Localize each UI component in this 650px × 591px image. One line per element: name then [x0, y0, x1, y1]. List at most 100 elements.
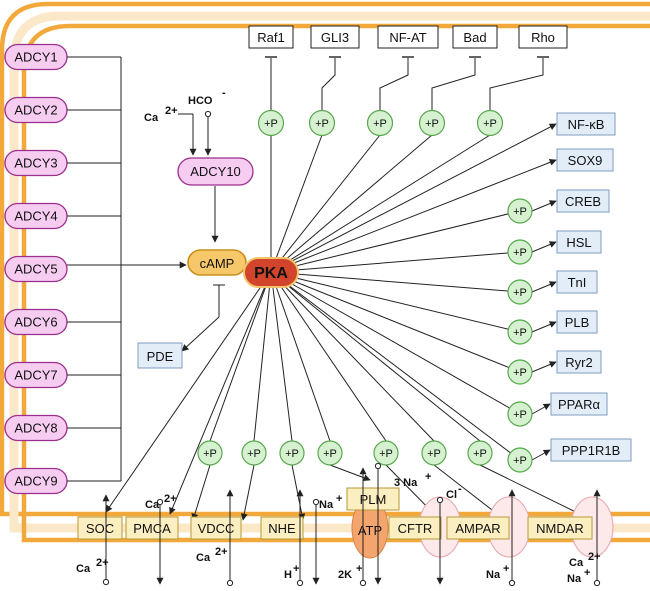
adcy-label: ADCY4	[14, 209, 57, 224]
right-targets-layer: NF-κBSOX9+PCREB+PHSL+PTnI+PPLB+PRyr2+PPP…	[507, 112, 632, 473]
adcy-label: ADCY6	[14, 315, 57, 330]
svg-text:HCO: HCO	[188, 95, 213, 107]
svg-text:2+: 2+	[164, 493, 177, 505]
svg-text:Na: Na	[486, 569, 501, 581]
svg-text:Cl: Cl	[446, 489, 457, 501]
phospho-label: +P	[247, 448, 261, 460]
right-target-label: PPARα	[558, 397, 600, 412]
svg-text:-: -	[222, 87, 226, 99]
adcy-node-adcy1: ADCY1	[4, 43, 68, 71]
svg-text:Ca: Ca	[76, 563, 91, 575]
top-target-gli3: GLI3 +P	[308, 25, 360, 137]
atp-label: ATP	[358, 523, 382, 538]
ion-origin-circle	[226, 579, 234, 587]
svg-text:+: +	[503, 563, 509, 575]
hco-ion-label: HCO -	[188, 87, 226, 107]
svg-text:+: +	[584, 567, 590, 579]
svg-text:Ca: Ca	[196, 552, 211, 564]
svg-text:Ca: Ca	[145, 499, 160, 511]
right-target-label: Ryr2	[565, 355, 592, 370]
svg-text:2+: 2+	[215, 546, 228, 558]
right-target-label: TnI	[568, 275, 587, 290]
pka-to-right-target-line	[270, 271, 521, 415]
phospho-label: +P	[373, 118, 387, 130]
ion-origin-circle	[593, 579, 601, 587]
right-target-label: PLB	[565, 315, 590, 330]
adcy10-label: ADCY10	[190, 164, 241, 179]
phospho-label: +P	[379, 448, 393, 460]
ion-origin-circle	[312, 498, 320, 506]
atp-k-label: 2K+	[338, 563, 362, 581]
pka-to-bottom-phospho-line	[270, 271, 481, 442]
channel-label: PMCA	[133, 521, 171, 536]
svg-text:3 Na: 3 Na	[394, 477, 418, 489]
right-target-label: HSL	[566, 235, 591, 250]
top-target-label: GLI3	[321, 30, 349, 45]
svg-text:2+: 2+	[588, 551, 601, 563]
adcy-label: ADCY3	[14, 156, 57, 171]
ion-origin-circle	[359, 579, 367, 587]
nhe-h-label: H+	[284, 563, 299, 581]
atp-na-label: 3 Na +	[394, 471, 431, 489]
right-target-label: SOX9	[568, 153, 603, 168]
channel-nmdar: NMDAR	[527, 516, 593, 540]
cftr-cl-label: Cl-	[446, 483, 462, 501]
channel-nhe: NHE	[260, 516, 304, 540]
nmdar-na-label: Na+	[567, 567, 590, 585]
svg-text:+: +	[293, 563, 299, 575]
hco-origin-circle	[204, 110, 212, 118]
phospho-label: +P	[285, 448, 299, 460]
ion-origin-circle	[436, 496, 444, 504]
phospho-label: +P	[315, 118, 329, 130]
adcy-node-adcy8: ADCY8	[4, 414, 68, 442]
adcy-label: ADCY9	[14, 474, 57, 489]
bottom-phospho-group: +P+P+P+P+P+P+P	[191, 440, 593, 521]
svg-text:2+: 2+	[165, 105, 178, 117]
bottom-phospho-circle	[467, 440, 493, 466]
pka-to-bottom-phospho-line	[209, 271, 272, 442]
top-target-label: Rho	[531, 30, 555, 45]
channel-plm-label: PLM	[360, 492, 387, 507]
bottom-phospho-circle	[421, 440, 447, 466]
ampar-na-label: Na+	[486, 563, 509, 581]
pmca-ca-label: Ca 2+	[145, 493, 177, 511]
right-target-label: CREB	[565, 194, 601, 209]
pka-to-right-target-line	[270, 271, 521, 293]
bottom-phospho-circle	[279, 440, 305, 466]
phospho-label: +P	[483, 118, 497, 130]
phospho-label: +P	[264, 118, 278, 130]
phospho-label: +P	[513, 287, 527, 299]
pka-to-right-target-line	[270, 159, 557, 273]
svg-text:Ca: Ca	[144, 112, 159, 124]
ca-ion-label: Ca 2+	[144, 105, 178, 124]
phospho-label: +P	[425, 118, 439, 130]
channel-ampar: AMPAR	[446, 516, 510, 540]
pka-lines	[105, 123, 557, 515]
right-target-6: +P Ryr2	[507, 350, 602, 385]
svg-text:+: +	[425, 471, 431, 483]
channel-soc: SOC	[77, 516, 123, 540]
bottom-phospho-circle	[373, 440, 399, 466]
ion-origin-circle	[296, 579, 304, 587]
camp-label: cAMP	[200, 256, 235, 271]
right-target-4: +P TnI	[507, 270, 598, 305]
channel-cftr: CFTR	[388, 516, 442, 540]
pka-to-bottom-phospho-line	[253, 271, 272, 442]
top-target-bad: Bad+P	[418, 25, 498, 137]
adcy-layer: ADCY1ADCY2ADCY3ADCY4ADCY5ADCY6ADCY7ADCY8…	[4, 43, 121, 495]
adcy-label: ADCY5	[14, 262, 57, 277]
pka-node	[243, 257, 299, 288]
phospho-label: +P	[513, 247, 527, 259]
svg-text:H: H	[284, 569, 292, 581]
top-target-nf-at: NF-AT+P	[366, 25, 439, 137]
pka-label: PKA	[254, 265, 288, 282]
pde-arrow	[181, 316, 220, 352]
adcy-node-adcy9: ADCY9	[4, 467, 68, 495]
phospho-label: +P	[513, 367, 527, 379]
